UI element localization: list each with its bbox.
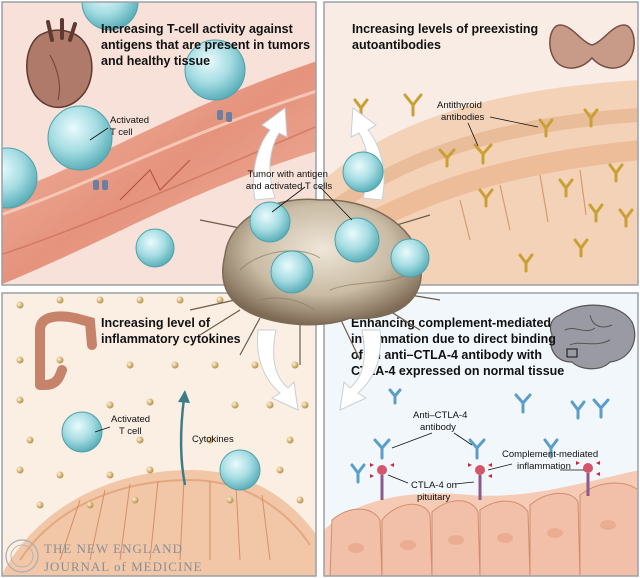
journal-title-line2: JOURNAL of MEDICINE (44, 559, 203, 574)
journal-seal (5, 539, 39, 573)
cytokine-dot (16, 396, 24, 404)
thyroid-icon (549, 24, 635, 69)
cytokine-dot (126, 361, 134, 369)
cytokine-dot (276, 466, 284, 474)
activated-t-cell (61, 411, 103, 453)
label-activated-t-cell: Activated T cell (110, 115, 152, 138)
cytokine-dot (106, 471, 114, 479)
cytokine-dot (96, 296, 104, 304)
cytokine-dot (136, 436, 144, 444)
tumor-t-cell (390, 238, 430, 278)
cytokine-dot (301, 401, 309, 409)
label-activated-t-cell-2: Activated T cell (111, 414, 153, 437)
activated-t-cell (47, 105, 113, 171)
anti-ctla4-antibody-icons (350, 388, 610, 484)
cytokine-dot (251, 361, 259, 369)
cytokine-dot (106, 401, 114, 409)
t-cell (184, 39, 246, 101)
cytokine-dot (56, 296, 64, 304)
cytokine-dot (291, 361, 299, 369)
heading-t-cell-activity: Increasing T-cell activity against antig… (101, 22, 314, 68)
cytokine-dot (231, 401, 239, 409)
cytokine-dot (296, 496, 304, 504)
center-tumor: Tumor with antigen and activated T cells (135, 107, 441, 411)
t-cell (2, 147, 38, 209)
tumor-t-cell (270, 250, 314, 294)
journal-logo: THE NEW ENGLAND JOURNAL of MEDICINE (5, 539, 203, 574)
panel-bottom-left: Increasing level of inflammatory cytokin… (2, 293, 316, 576)
cytokine-dot (16, 301, 24, 309)
cytokine-dot (266, 401, 274, 409)
heading-cytokines: Increasing level of inflammatory cytokin… (101, 316, 241, 346)
heading-autoantibodies: Increasing levels of preexisting autoant… (352, 22, 542, 52)
heading-complement: Enhancing complement-mediated inflammati… (351, 316, 564, 378)
brain-icon (549, 304, 636, 370)
cytokine-dot (131, 496, 139, 504)
cytokine-dot (216, 296, 224, 304)
cytokine-dot (136, 296, 144, 304)
cytokine-arrow (179, 397, 187, 486)
label-anti-ctla4-antibody: Anti–CTLA-4 antibody (413, 410, 470, 433)
tumor-t-cell (249, 201, 291, 243)
cytokine-dot (176, 296, 184, 304)
label-complement-inflammation: Complement-mediated inflammation (502, 449, 601, 472)
cytokine-dot (146, 398, 154, 406)
cytokine-dot (211, 361, 219, 369)
label-antithyroid-antibodies: Antithyroid antibodies (437, 100, 485, 123)
cytokine-dot (16, 466, 24, 474)
cytokine-dot (171, 361, 179, 369)
cytokine-dot (16, 356, 24, 364)
colon-icon (35, 311, 97, 390)
cytokine-dot (146, 466, 154, 474)
tumor-t-cell (135, 228, 175, 268)
cytokine-dot (36, 501, 44, 509)
cytokine-dot (26, 436, 34, 444)
cytokine-dot (286, 436, 294, 444)
label-cytokines: Cytokines (192, 434, 234, 445)
tumor-t-cell (334, 217, 380, 263)
cytokine-dots (16, 296, 309, 509)
cytokine-dot (206, 436, 214, 444)
journal-title-line1: THE NEW ENGLAND (44, 541, 183, 556)
receptor-icon (93, 110, 232, 190)
leader-line (89, 127, 109, 141)
panel-bottom-right: Enhancing complement-mediated inflammati… (324, 293, 638, 576)
complement-markers (370, 461, 600, 500)
label-ctla4-pituitary: CTLA-4 on pituitary (411, 480, 460, 503)
cytokine-dot (226, 496, 234, 504)
panel-top-right: Increasing levels of preexisting autoant… (324, 2, 638, 285)
tumor-t-cell (342, 151, 384, 193)
cytokine-dot (56, 356, 64, 364)
cytokine-dot (86, 501, 94, 509)
t-cell (81, 2, 139, 31)
antithyroid-antibody-icons (353, 93, 634, 273)
heart-icon (26, 18, 93, 109)
cytokine-dot (56, 471, 64, 479)
label-tumor: Tumor with antigen and activated T cells (246, 169, 333, 192)
t-cell (219, 449, 261, 491)
